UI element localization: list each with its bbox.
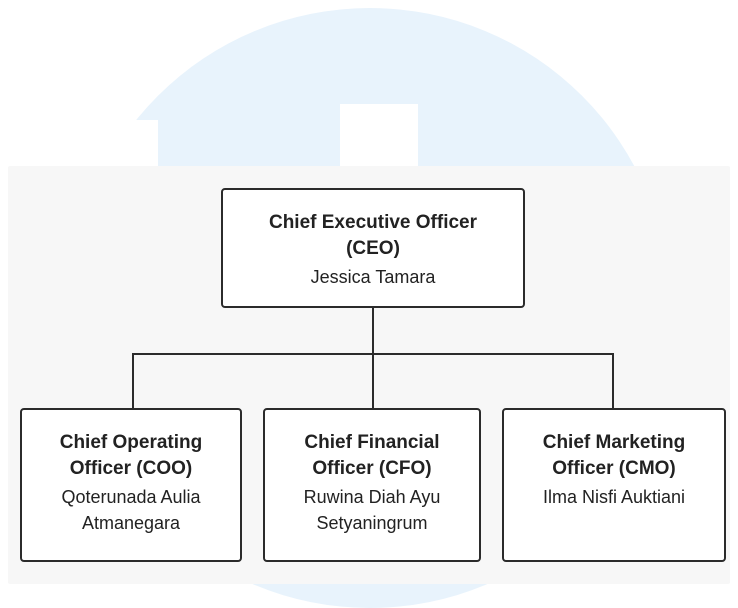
cmo-title: Chief Marketing Officer (CMO) — [543, 430, 686, 482]
cfo-name: Ruwina Diah Ayu Setyaningrum — [304, 484, 441, 536]
cfo-title: Chief Financial Officer (CFO) — [304, 430, 439, 482]
coo-title-line2: Officer (COO) — [69, 458, 193, 479]
ceo-title: Chief Executive Officer (CEO) — [269, 210, 477, 262]
coo-name-line2: Atmanegara — [81, 513, 181, 533]
cfo-title-line2: Officer (CFO) — [312, 458, 432, 479]
cmo-title-line2: Officer (CMO) — [552, 458, 676, 479]
connector-lines — [132, 308, 614, 408]
coo-name-line1: Qoterunada Aulia — [61, 487, 201, 507]
ceo-name: Jessica Tamara — [311, 264, 436, 290]
cfo-box: Chief Financial Officer (CFO) Ruwina Dia… — [263, 408, 481, 562]
cmo-name-line1: Ilma Nisfi Auktiani — [542, 487, 686, 507]
cmo-name: Ilma Nisfi Auktiani — [543, 484, 685, 510]
cmo-box: Chief Marketing Officer (CMO) Ilma Nisfi… — [502, 408, 726, 562]
cfo-name-line2: Setyaningrum — [316, 513, 428, 533]
ceo-box: Chief Executive Officer (CEO) Jessica Ta… — [221, 188, 525, 308]
ceo-title-line2: (CEO) — [346, 238, 400, 259]
coo-title: Chief Operating Officer (COO) — [60, 430, 203, 482]
coo-title-line1: Chief Operating — [59, 432, 203, 453]
cfo-title-line1: Chief Financial — [304, 432, 440, 453]
cfo-name-line1: Ruwina Diah Ayu — [303, 487, 441, 507]
ceo-name-text: Jessica Tamara — [310, 267, 436, 287]
coo-box: Chief Operating Officer (COO) Qoterunada… — [20, 408, 242, 562]
ceo-title-line1: Chief Executive Officer — [268, 212, 478, 233]
coo-name: Qoterunada Aulia Atmanegara — [61, 484, 200, 536]
cmo-title-line1: Chief Marketing — [542, 432, 686, 453]
